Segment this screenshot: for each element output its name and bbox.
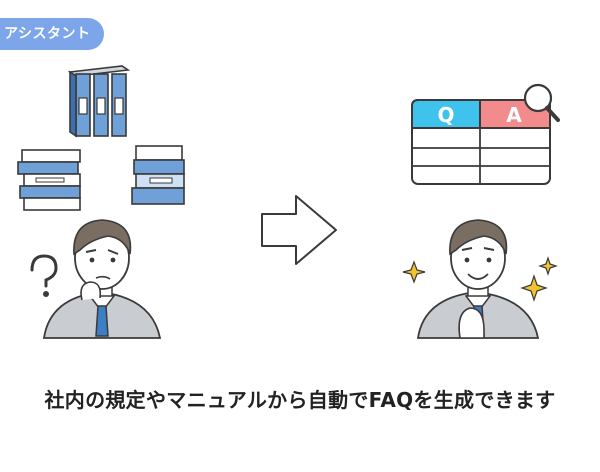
qa-table: Q A	[411, 99, 551, 185]
binders-standing	[67, 65, 131, 138]
caption: 社内の規定やマニュアルから自動でFAQを生成できます	[44, 388, 556, 412]
assistant-badge: アシスタント	[0, 18, 105, 50]
file-stack-right	[131, 145, 185, 205]
a-label: A	[506, 103, 522, 127]
arrow-right-icon	[261, 195, 337, 265]
man-thinking	[42, 219, 162, 339]
magnifier-icon	[523, 83, 560, 122]
question-mark-icon	[30, 254, 58, 297]
sparkle-icon	[402, 256, 558, 302]
q-label: Q	[437, 103, 454, 127]
file-stack-left	[17, 149, 81, 211]
man-happy	[416, 219, 540, 339]
